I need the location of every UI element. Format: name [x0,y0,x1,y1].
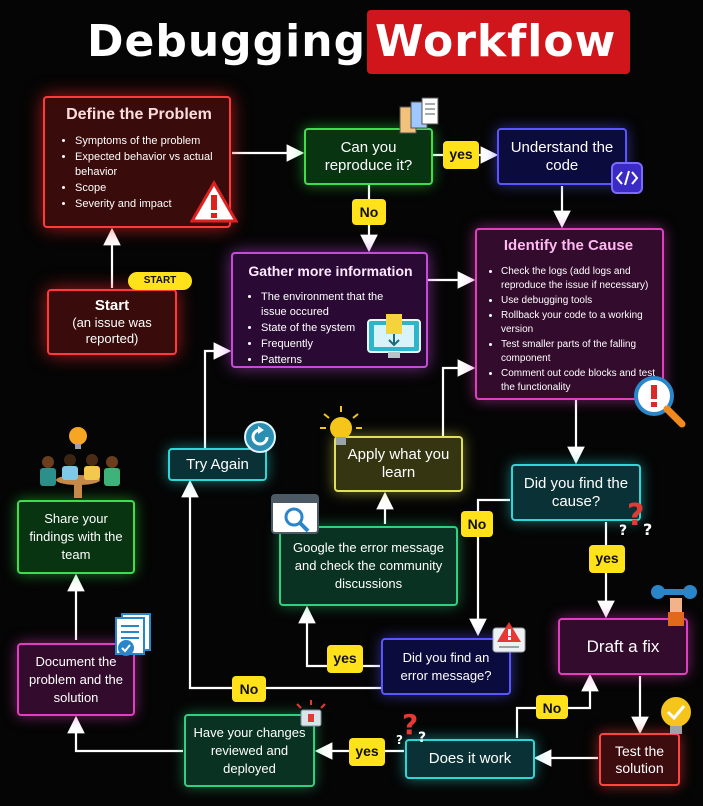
refresh-icon [244,421,276,453]
team-meeting-icon [40,427,120,498]
svg-text:?: ? [396,733,403,746]
lightbulb-icon [320,406,362,445]
gather-item: Patterns [261,353,391,368]
share-label: Share your findings with the team [29,511,123,562]
question-small-icon: ? ? ? [396,708,426,746]
svg-text:?: ? [402,708,418,741]
code-icon [611,162,643,194]
identify-title: Identify the Cause [503,237,634,254]
start-sub: (an issue was reported) [72,315,152,346]
node-understand: Understand the code [497,128,627,185]
define-item: Symptoms of the problem [75,134,223,149]
node-start: Start (an issue was reported) [47,289,177,355]
define-list: Symptoms of the problem Expected behavio… [55,134,223,213]
gather-item: The environment that the issue occured [261,290,391,320]
draft-label: Draft a fix [586,636,660,656]
magnifier-alert-icon [634,376,686,428]
edge-foundcause-errormsg [469,498,510,637]
wrench-icon [651,585,697,626]
svg-text:?: ? [619,523,627,539]
reproduce-label: Can you reproduce it? [324,138,413,174]
node-draft: Draft a fix [558,618,688,675]
warning-icon [190,180,238,223]
gather-list: The environment that the issue occured S… [241,290,391,369]
edge-errormsg-tryagain [181,479,381,690]
apply-label: Apply what you learn [347,446,450,481]
edge-tryagain-gather [203,342,232,448]
identify-item: Test smaller parts of the falling compon… [501,338,656,366]
identify-item: Rollback your code to a working version [501,309,656,337]
gather-title: Gather more information [248,263,413,279]
node-gather: Gather more information The environment … [231,252,428,368]
label-doeswork-no: No [536,695,568,719]
edge-reviewed-document [67,715,183,753]
found-cause-label: Did you find the cause? [523,474,629,510]
start-badge: START [128,272,192,290]
edge-apply-identify [441,359,476,436]
node-document: Document the problem and the solution [17,643,135,716]
title-highlight: Workflow [375,16,617,67]
identify-item: Check the logs (add logs and reproduce t… [501,265,656,293]
label-reproduce-yes: yes [443,141,479,169]
identify-item: Use debugging tools [501,294,656,308]
label-errormsg-no: No [232,676,266,702]
node-reproduce: Can you reproduce it? [304,128,433,185]
test-label: Test the solution [614,742,665,776]
node-reviewed: Have your changes reviewed and deployed [184,714,315,787]
svg-text:?: ? [418,730,426,746]
title-banner: Debugging Workflow [0,8,703,78]
node-apply: Apply what you learn [334,436,463,492]
bulb-check-icon [661,697,691,734]
document-label: Document the problem and the solution [29,653,123,705]
document-check-icon [115,613,151,656]
define-item: Severity and impact [75,197,223,212]
node-does-work: Does it work [405,739,535,779]
define-item: Scope [75,181,223,196]
browser-search-icon [271,494,319,534]
monitor-icon [367,314,421,358]
label-foundcause-yes: yes [589,545,625,573]
title-highlight-box: Workflow [367,10,630,74]
node-test: Test the solution [599,733,680,786]
reviewed-label: Have your changes reviewed and deployed [193,724,306,776]
svg-text:?: ? [627,498,644,533]
identify-item: Comment out code blocks and test the fun… [501,367,656,395]
node-try-again: Try Again [168,448,267,481]
try-again-label: Try Again [186,455,249,473]
understand-label: Understand the code [510,138,614,174]
error-alert-icon [492,622,526,653]
question-icon: ? ? ? [619,498,652,539]
label-errormsg-yes: yes [327,645,363,673]
svg-text:?: ? [643,520,652,539]
identify-list: Check the logs (add logs and reproduce t… [481,265,656,396]
google-label: Google the error message and check the c… [292,540,445,591]
start-label: Start [94,297,130,314]
node-found-cause: Did you find the cause? [511,464,641,521]
gather-item: Frequently [261,337,391,352]
title-main: Debugging [87,16,367,67]
define-item: Expected behavior vs actual behavior [75,150,223,180]
error-message-label: Did you find an error message? [400,649,492,683]
node-define-problem: Define the Problem Symptoms of the probl… [43,96,231,228]
documents-icon [399,97,439,134]
node-error-message: Did you find an error message? [381,638,511,695]
does-work-label: Does it work [428,750,512,767]
node-share: Share your findings with the team [17,500,135,574]
node-identify: Identify the Cause Check the logs (add l… [475,228,664,400]
deploy-icon [296,700,326,727]
label-foundcause-no: No [461,511,493,537]
label-doeswork-yes: yes [349,738,385,766]
define-title: Define the Problem [66,106,212,123]
gather-item: State of the system [261,321,391,336]
node-google: Google the error message and check the c… [279,526,458,606]
label-reproduce-no: No [352,199,386,225]
